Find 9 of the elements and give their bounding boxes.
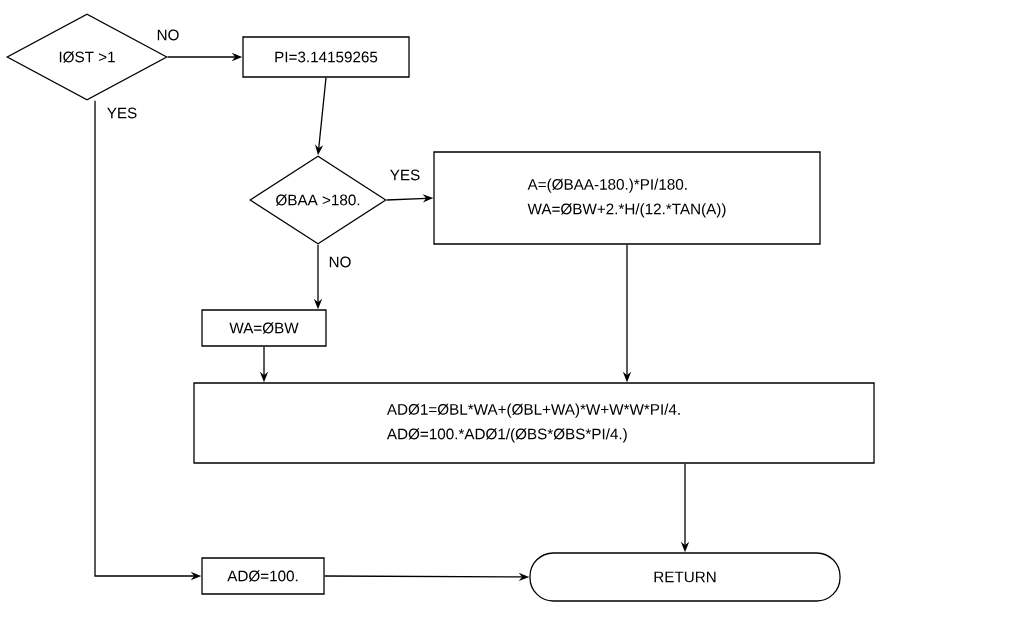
terminal-box: RETURN [529, 552, 841, 602]
process-box: PI=3.14159265 [242, 36, 410, 78]
process-box: A=(ØBAA-180.)*PI/180. WA=ØBW+2.*H/(12.*TAN(A)) [433, 151, 821, 245]
edge-label: YES [388, 168, 422, 182]
process-box: WA=ØBW [201, 309, 327, 347]
process-box: ADØ1=ØBL*WA+(ØBL+WA)*W+W*W*PI/4. ADØ=100.*ADØ1/(ØBS*ØBS*PI/4.) [193, 382, 875, 464]
edge-label: YES [105, 106, 139, 120]
edge-label: NO [327, 255, 353, 269]
process-box: ADØ=100. [201, 557, 325, 595]
